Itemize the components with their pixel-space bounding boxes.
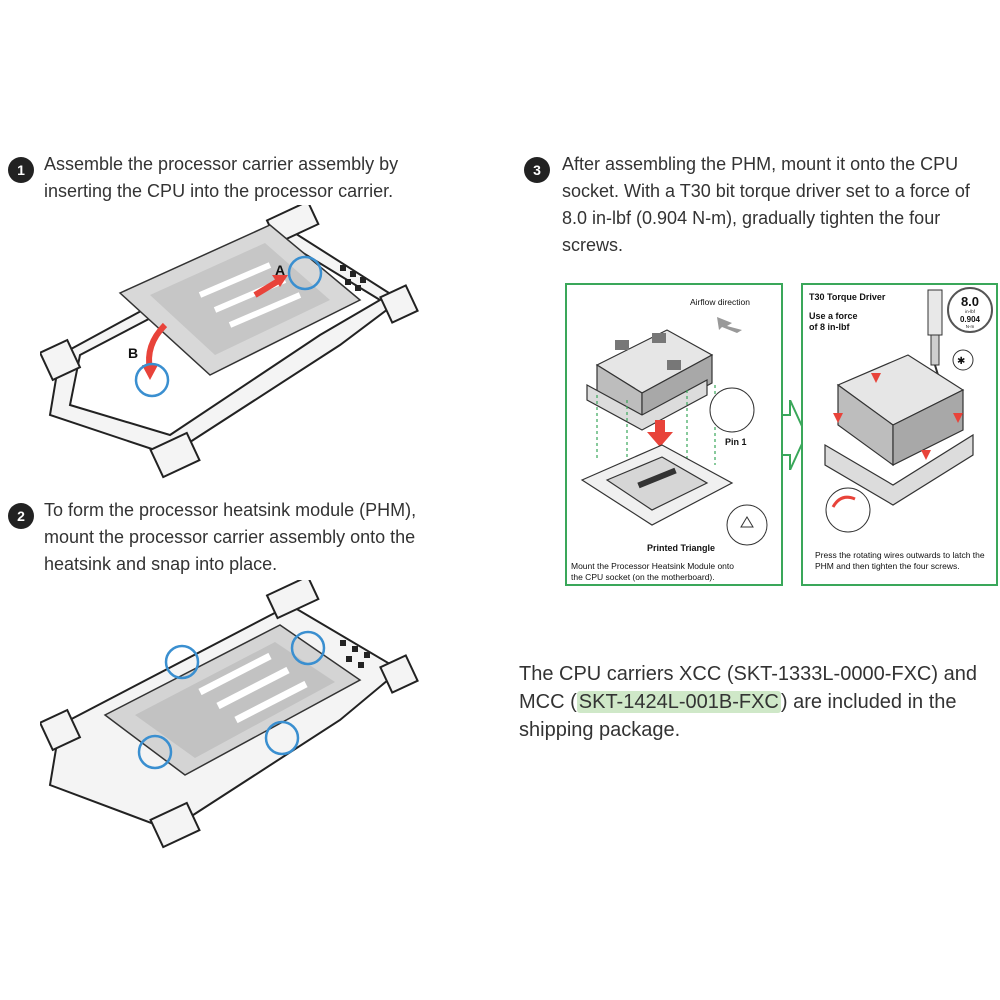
cpu-plate — [118, 224, 362, 376]
figure-1-carrier-assembly: A B — [40, 205, 419, 479]
snap-circle-1 — [164, 644, 200, 680]
step-3-text: After assembling the PHM, mount it onto … — [562, 154, 970, 255]
printed-triangle-label: Printed Triangle — [647, 543, 715, 553]
force-line-2: of 8 in-lbf — [809, 322, 850, 332]
panel-right-illustration: T30 Torque Driver Use a force of 8 in-lb… — [809, 287, 993, 533]
gauge-value-2: 0.904 — [960, 315, 981, 324]
snap-circle-4 — [264, 720, 300, 756]
gauge-unit-2: N-m — [966, 324, 975, 329]
step-3-number: 3 — [533, 162, 541, 178]
label-a: A — [275, 262, 285, 278]
torque-driver-title: T30 Torque Driver — [809, 292, 886, 302]
panel-torque-driver: T30 Torque Driver Use a force of 8 in-lb… — [801, 283, 998, 586]
svg-text:✱: ✱ — [957, 356, 965, 367]
step-2-number: 2 — [17, 508, 25, 524]
circle-a — [287, 255, 323, 291]
airflow-label: Airflow direction — [690, 297, 750, 307]
pin1-label: Pin 1 — [725, 437, 747, 447]
circle-b — [134, 362, 170, 398]
panel-left-illustration: Airflow direction Pin 1 Printed Triangle — [580, 297, 768, 554]
torque-gauge — [947, 287, 993, 333]
panel-left-caption: Mount the Processor Heatsink Module onto… — [571, 561, 735, 582]
note-highlight-part-number: SKT-1424L-001B-FXC — [576, 691, 781, 713]
panel-transition-arrow — [782, 400, 806, 470]
snap-circle-2 — [290, 630, 326, 666]
phm-cpu-plate — [103, 624, 362, 776]
arrow-a — [253, 277, 282, 298]
gauge-value: 8.0 — [961, 294, 979, 309]
step-3-badge: 3 — [524, 157, 550, 183]
step-1-number: 1 — [17, 162, 25, 178]
gauge-unit: in-lbf — [965, 309, 976, 314]
cpu-carriers-note: The CPU carriers XCC (SKT-1333L-0000-FXC… — [519, 660, 989, 744]
panel-mount-phm: Airflow direction Pin 1 Printed Triangle… — [565, 283, 783, 586]
panel-right-caption: Press the rotating wires outwards to lat… — [815, 550, 985, 571]
figure-2-phm — [40, 580, 419, 849]
note-text-before: The CPU carriers XCC (SKT-1333L-0000-FXC… — [519, 663, 977, 713]
step-1-badge: 1 — [8, 157, 34, 183]
step-2-text: To form the processor heatsink module (P… — [44, 500, 417, 574]
note-text-after: ) are included in the shipping package. — [519, 691, 957, 741]
step-1-text: Assemble the processor carrier assembly … — [44, 154, 399, 201]
force-line-1: Use a force — [809, 311, 858, 321]
label-b: B — [128, 345, 138, 361]
step-2-badge: 2 — [8, 503, 34, 529]
snap-circle-3 — [137, 734, 173, 770]
